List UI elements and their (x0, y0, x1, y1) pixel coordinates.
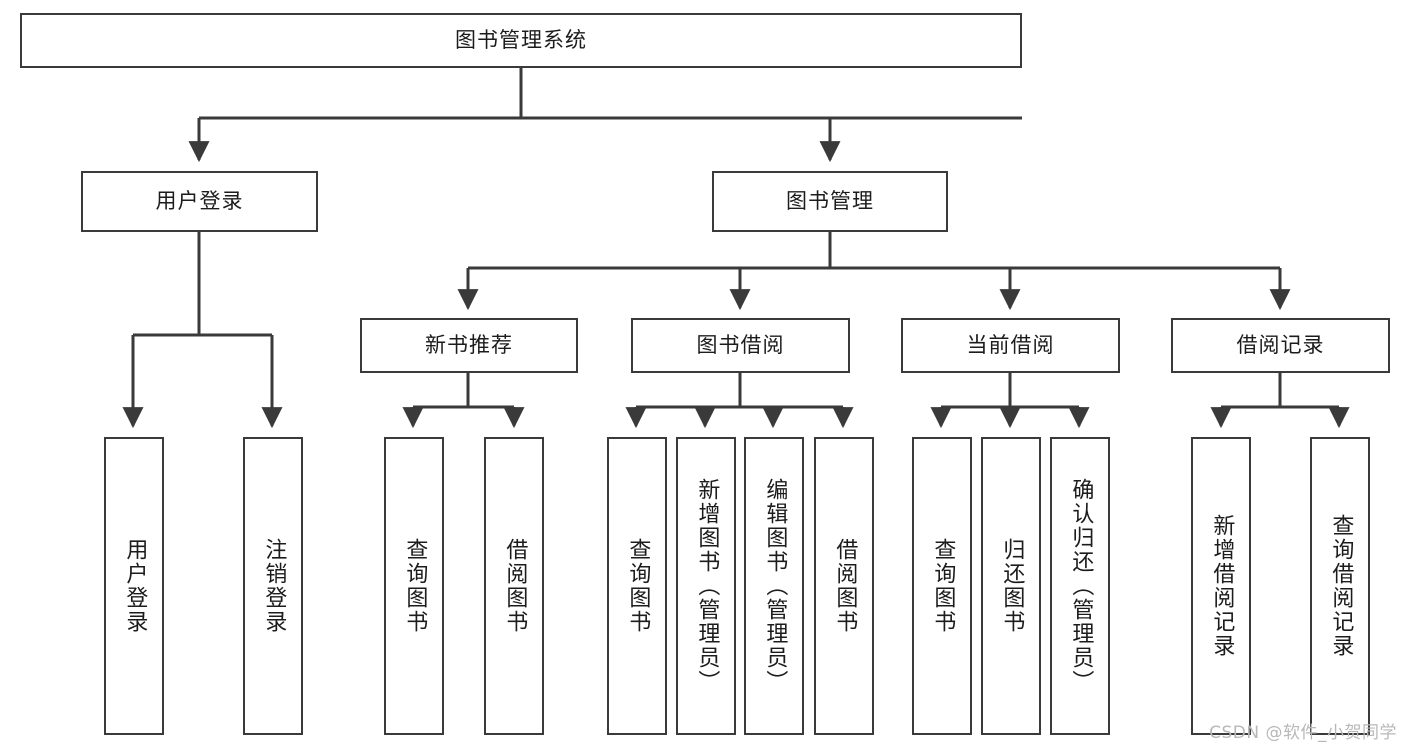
leaf-query-book-3[interactable]: 查询图书 (912, 437, 972, 735)
leaf-query-book-1[interactable]: 查询图书 (384, 437, 444, 735)
node-user-login[interactable]: 用户登录 (81, 171, 318, 232)
node-book-manage[interactable]: 图书管理 (712, 171, 948, 232)
node-current-borrow-label: 当前借阅 (966, 332, 1055, 357)
leaf-edit-book[interactable]: 编辑图书（管理员） (744, 437, 804, 735)
leaf-query-book-1-label: 查询图书 (402, 538, 428, 634)
node-root-label: 图书管理系统 (455, 27, 587, 52)
leaf-borrow-book-1-label: 借阅图书 (502, 538, 528, 634)
leaf-add-book[interactable]: 新增图书（管理员） (676, 437, 736, 735)
node-root[interactable]: 图书管理系统 (20, 13, 1022, 68)
node-new-book-rec[interactable]: 新书推荐 (360, 318, 578, 373)
leaf-user-login[interactable]: 用户登录 (104, 437, 164, 735)
csdn-watermark: CSDN @软件_小贺同学 (1209, 723, 1397, 743)
leaf-query-book-3-label: 查询图书 (930, 538, 956, 634)
leaf-return-book[interactable]: 归还图书 (981, 437, 1041, 735)
leaf-query-record[interactable]: 查询借阅记录 (1310, 437, 1370, 735)
leaf-edit-book-label: 编辑图书（管理员） (762, 478, 788, 694)
leaf-return-book-label: 归还图书 (999, 538, 1025, 634)
leaf-user-logout-label: 注销登录 (261, 538, 287, 634)
leaf-confirm-return[interactable]: 确认归还（管理员） (1050, 437, 1110, 735)
leaf-query-record-label: 查询借阅记录 (1328, 514, 1354, 658)
leaf-user-logout[interactable]: 注销登录 (243, 437, 303, 735)
leaf-borrow-book-2-label: 借阅图书 (832, 538, 858, 634)
node-user-login-label: 用户登录 (155, 188, 244, 213)
leaf-add-book-label: 新增图书（管理员） (694, 478, 720, 694)
node-book-manage-label: 图书管理 (786, 188, 874, 213)
leaf-add-record[interactable]: 新增借阅记录 (1191, 437, 1251, 735)
leaf-confirm-return-label: 确认归还（管理员） (1068, 478, 1094, 694)
node-book-borrow-label: 图书借阅 (696, 332, 785, 357)
node-new-book-rec-label: 新书推荐 (425, 332, 513, 357)
leaf-borrow-book-2[interactable]: 借阅图书 (814, 437, 874, 735)
leaf-add-record-label: 新增借阅记录 (1209, 514, 1235, 658)
leaf-borrow-book-1[interactable]: 借阅图书 (484, 437, 544, 735)
node-borrow-record[interactable]: 借阅记录 (1171, 318, 1390, 373)
leaf-query-book-2-label: 查询图书 (625, 538, 651, 634)
node-current-borrow[interactable]: 当前借阅 (901, 318, 1120, 373)
leaf-query-book-2[interactable]: 查询图书 (607, 437, 667, 735)
node-borrow-record-label: 借阅记录 (1236, 332, 1325, 357)
leaf-user-login-label: 用户登录 (122, 538, 148, 634)
node-book-borrow[interactable]: 图书借阅 (631, 318, 850, 373)
